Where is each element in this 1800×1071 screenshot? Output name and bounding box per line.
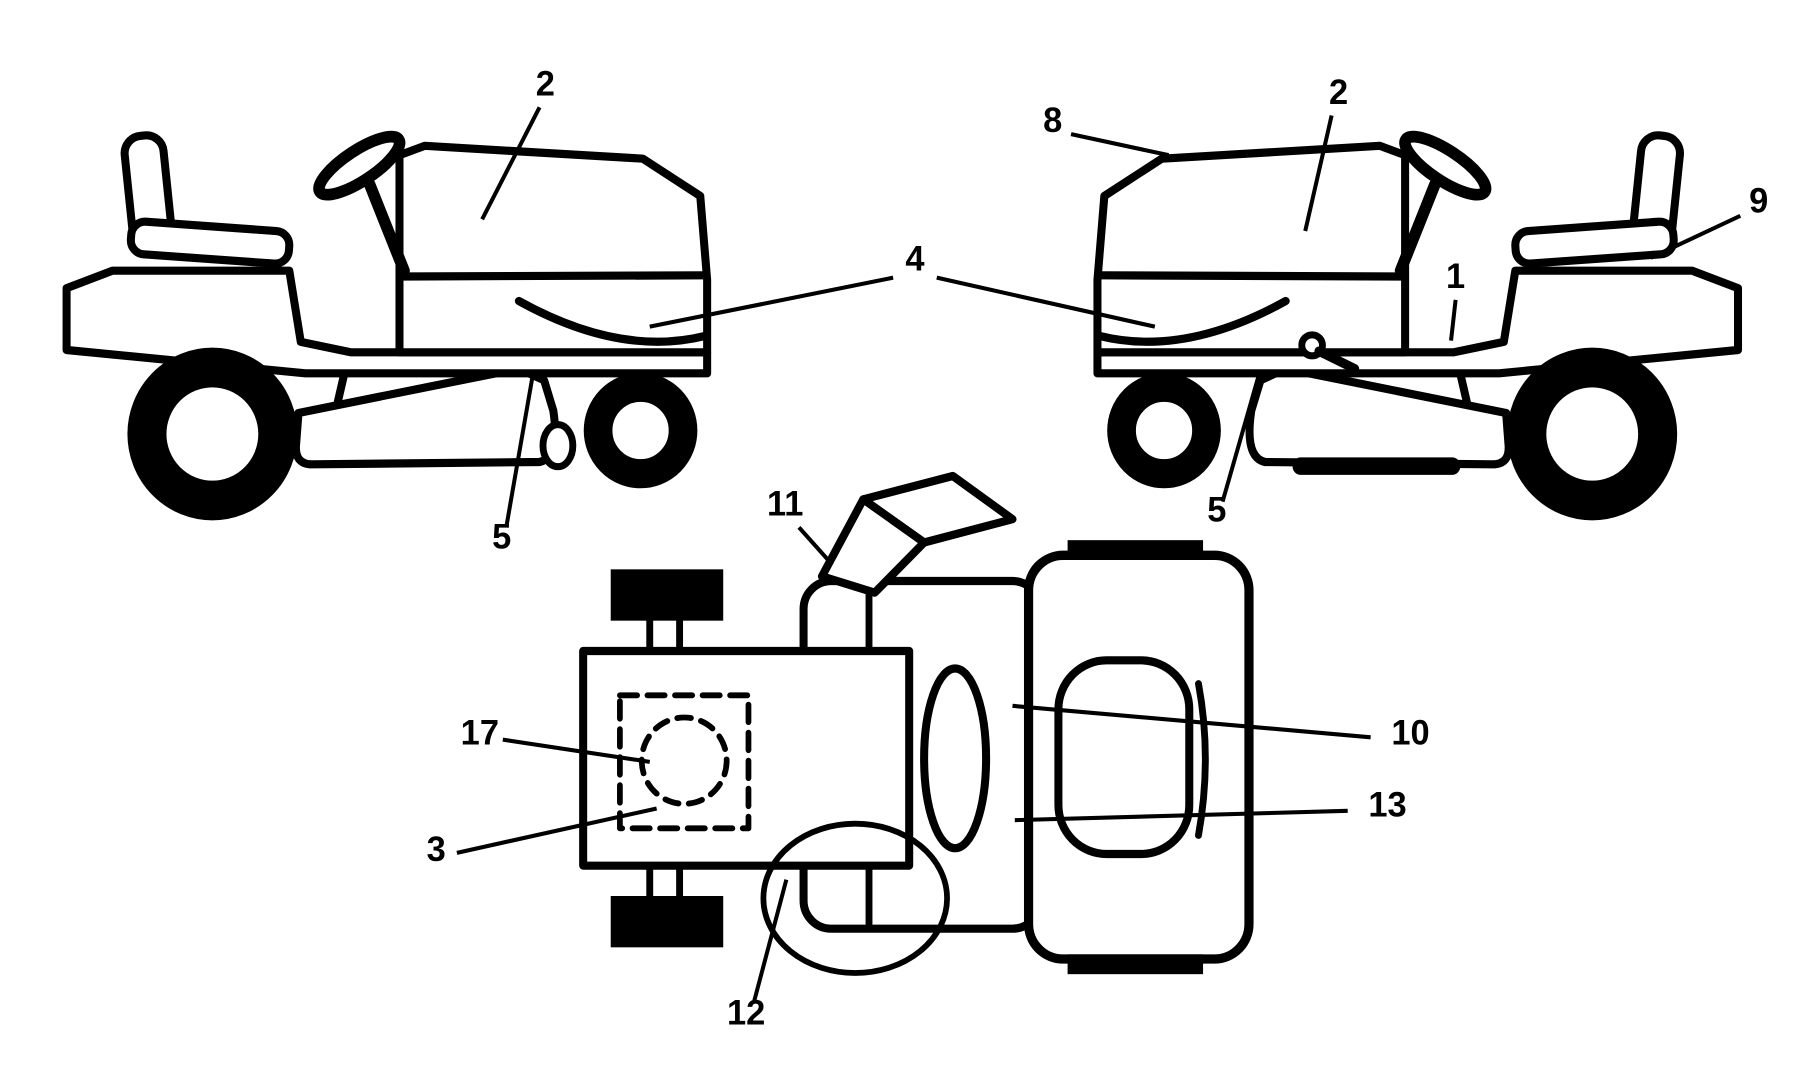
tractor-top-view <box>579 471 1254 976</box>
decal-outline-dashed <box>617 692 752 832</box>
leader-line <box>456 806 658 855</box>
leader-line <box>1070 132 1170 158</box>
deck-tread-strip <box>1292 457 1461 475</box>
front-wheel <box>583 372 698 489</box>
callout-number: 12 <box>727 994 765 1032</box>
leader-line <box>1220 372 1262 503</box>
chassis <box>62 266 712 378</box>
callout-4-shared: 4 <box>649 240 1156 329</box>
leader-line <box>504 375 535 528</box>
leader-line <box>1012 703 1371 740</box>
callout-number: 5 <box>492 518 511 556</box>
belt-loop <box>760 820 950 976</box>
hood-side-curve <box>514 296 709 346</box>
callout-number: 2 <box>1329 74 1348 112</box>
pulley-oval <box>920 664 991 853</box>
leader-line <box>936 275 1156 329</box>
callout-number: 8 <box>1043 102 1062 140</box>
steering-column <box>1394 178 1441 277</box>
leader-line <box>1449 299 1458 341</box>
wheel-bottom <box>610 896 724 948</box>
seat-pan <box>1511 217 1678 268</box>
callout-8: 8 <box>1043 102 1170 158</box>
callout-11: 11 <box>767 485 834 567</box>
callout-number: 4 <box>905 240 925 278</box>
callout-2-left: 2 <box>480 65 555 221</box>
hood <box>395 141 712 357</box>
callout-number: 11 <box>767 485 803 523</box>
front-wheel <box>1107 372 1221 489</box>
engine-tab-top <box>1067 540 1204 560</box>
callout-1: 1 <box>1446 258 1465 341</box>
leader-line <box>1649 213 1742 260</box>
chassis <box>1093 266 1743 378</box>
hood <box>1093 141 1410 357</box>
leader-line <box>752 879 789 1002</box>
callout-number: 2 <box>536 65 555 103</box>
callout-2-right: 2 <box>1303 74 1348 232</box>
callout-5-right: 5 <box>1207 372 1262 530</box>
steering-wheel <box>313 130 406 201</box>
chute-body <box>817 495 929 597</box>
left-tractor-side-view <box>62 130 712 521</box>
leader-line <box>502 737 651 764</box>
callout-number: 10 <box>1391 714 1429 752</box>
engine-inner-arc <box>1195 680 1209 839</box>
callout-13: 13 <box>1014 786 1407 825</box>
callout-number: 9 <box>1749 182 1768 220</box>
rear-wheel <box>1507 347 1678 521</box>
hitch-lever <box>1314 346 1360 374</box>
callout-12: 12 <box>727 879 789 1032</box>
steering-wheel <box>1399 130 1492 201</box>
callout-number: 5 <box>1207 491 1226 529</box>
callout-9: 9 <box>1649 182 1768 260</box>
hood-side-curve <box>1095 296 1290 346</box>
leader-line <box>649 275 894 329</box>
right-tractor-side-view <box>1093 130 1743 521</box>
steering-column <box>363 178 410 277</box>
rear-wheel <box>127 347 298 521</box>
engine-tab-bottom <box>1067 954 1204 975</box>
leader-line <box>480 106 542 221</box>
mower-deck <box>291 364 560 469</box>
callout-10: 10 <box>1012 703 1430 752</box>
callout-number: 1 <box>1446 258 1465 296</box>
seat-pan <box>126 217 294 268</box>
callouts: 2 4 5 8 2 1 <box>427 65 1769 1032</box>
mower-deck <box>1245 364 1513 469</box>
callout-number: 17 <box>461 714 499 752</box>
callout-5-left: 5 <box>492 375 535 556</box>
callout-3: 3 <box>427 806 658 869</box>
callout-17: 17 <box>461 714 651 764</box>
leader-line <box>1303 115 1334 232</box>
engine-inner <box>1054 656 1194 859</box>
hood-seam <box>1095 271 1405 281</box>
wheel-top <box>610 569 724 621</box>
leader-line <box>797 525 834 567</box>
hood-seam <box>400 271 709 281</box>
callout-number: 3 <box>427 831 446 869</box>
callout-number: 13 <box>1368 786 1406 824</box>
deck-gauge-wheel <box>539 421 577 471</box>
leader-line <box>1014 808 1348 823</box>
